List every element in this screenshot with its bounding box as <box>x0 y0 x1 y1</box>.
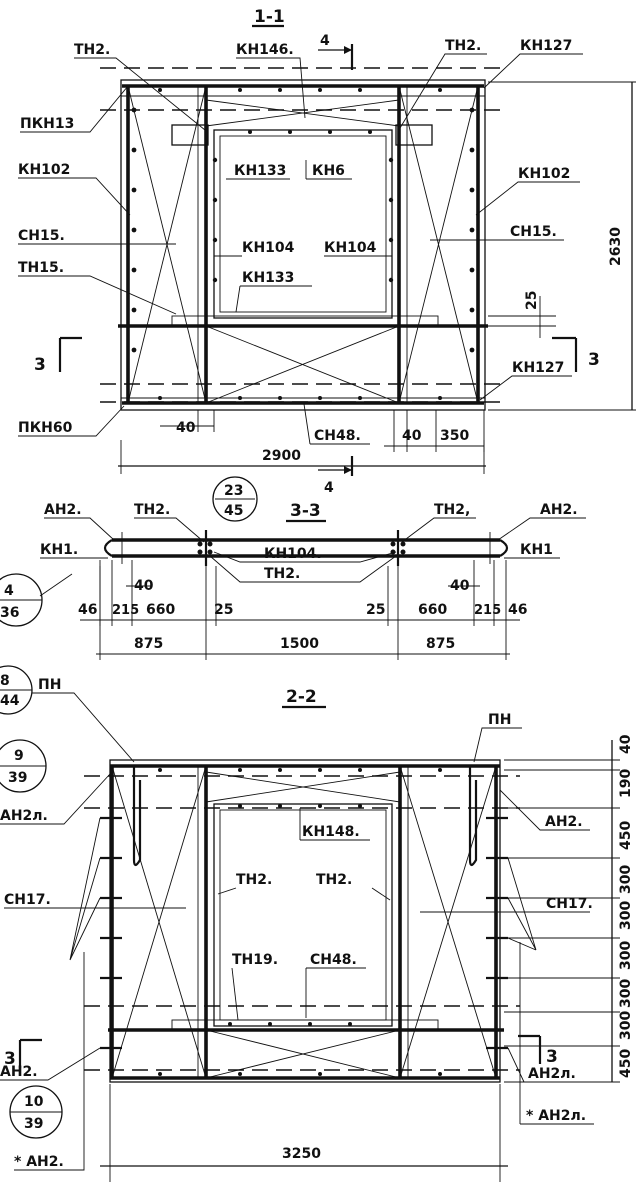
cut-3-right-22: 3 <box>546 1047 558 1067</box>
svg-text:10: 10 <box>24 1094 44 1110</box>
label-sn15-left: СН15. <box>18 228 65 244</box>
label-an2-left-bottom: АН2. <box>0 1064 38 1080</box>
label-th15: ТН15. <box>18 260 64 276</box>
dim-40-left: 40 <box>176 420 196 436</box>
dim-40-left-33: 40 <box>134 578 154 594</box>
section-3-3-title: 3-3 <box>290 501 321 521</box>
label-an2-left: АН2. <box>44 502 82 518</box>
svg-text:36: 36 <box>0 605 19 621</box>
dim-46-left: 46 <box>78 602 97 618</box>
dim-300-2: 300 <box>618 901 634 930</box>
dim-40-22: 40 <box>618 734 634 754</box>
dim-25-left: 25 <box>214 602 233 618</box>
dim-25-right: 25 <box>366 602 385 618</box>
label-kn133-top: КН133 <box>234 163 286 179</box>
dim-875-left: 875 <box>134 636 163 652</box>
label-kn104: КН104. <box>264 546 322 562</box>
section-1-1-title: 1-1 <box>254 7 285 27</box>
dim-46-right: 46 <box>508 602 527 618</box>
cut-4-bottom-label: 4 <box>324 480 334 496</box>
label-th2-left-22: ТН2. <box>236 872 272 888</box>
dim-660-right: 660 <box>418 602 447 618</box>
dim-300-3: 300 <box>618 941 634 970</box>
label-sn17-left: СН17. <box>4 892 51 908</box>
section-2-2: 2-2 <box>0 677 634 1182</box>
label-an2l-left: АН2л. <box>0 808 48 824</box>
svg-text:4: 4 <box>4 583 14 599</box>
label-kn1-left: КН1. <box>40 542 78 558</box>
label-pkn60: ПКН60 <box>18 420 73 436</box>
label-an2-right: АН2. <box>540 502 578 518</box>
label-kn1-right: КН1 <box>520 542 553 558</box>
label-kn127-top: КН127 <box>520 38 572 54</box>
label-kn6: КН6 <box>312 163 345 179</box>
dim-300-5: 300 <box>618 1011 634 1040</box>
callout-8-44: 8 44 <box>0 665 33 715</box>
svg-text:45: 45 <box>224 503 243 519</box>
label-sn48-22: СН48. <box>310 952 357 968</box>
label-th2-right-22: ТН2. <box>316 872 352 888</box>
label-kn146: КН146. <box>236 42 294 58</box>
label-th19: ТН19. <box>232 952 278 968</box>
dim-350: 350 <box>440 428 469 444</box>
label-sn48: СН48. <box>314 428 361 444</box>
svg-text:39: 39 <box>8 770 27 786</box>
svg-text:23: 23 <box>224 483 243 499</box>
dim-875-right: 875 <box>426 636 455 652</box>
dim-2900: 2900 <box>262 448 301 464</box>
dim-2630: 2630 <box>608 227 624 266</box>
dim-450-bottom: 450 <box>618 1049 634 1078</box>
svg-text:39: 39 <box>24 1116 43 1132</box>
callout-10-39: 10 39 <box>9 1085 63 1139</box>
cut-3-right-label: 3 <box>588 350 600 370</box>
label-th2-left: ТН2. <box>74 42 110 58</box>
cut-4-top-label: 4 <box>320 33 330 49</box>
cut-3-left-22: 3 <box>4 1049 16 1069</box>
label-star-an2l: * АН2л. <box>526 1108 586 1124</box>
dim-25: 25 <box>524 291 540 310</box>
dim-450-top: 450 <box>618 821 634 850</box>
svg-text:44: 44 <box>0 693 20 709</box>
dim-660-left: 660 <box>146 602 175 618</box>
cut-3-left-label: 3 <box>34 355 46 375</box>
label-pkn13: ПКН13 <box>20 116 74 132</box>
label-kn127-bottom: КН127 <box>512 360 564 376</box>
label-th2-top-right: ТН2, <box>434 502 470 518</box>
svg-text:8: 8 <box>0 673 10 689</box>
label-kn104-left: КН104 <box>242 240 295 256</box>
svg-text:9: 9 <box>14 748 24 764</box>
callout-23-45 <box>212 476 258 522</box>
dim-215-left: 215 <box>112 603 139 618</box>
dim-1500: 1500 <box>280 636 319 652</box>
dim-3250: 3250 <box>282 1146 321 1162</box>
label-kn148: КН148. <box>302 824 360 840</box>
dim-215-right: 215 <box>474 603 501 618</box>
label-an2l-right-bottom: АН2л. <box>528 1066 576 1082</box>
label-sn15-right: СН15. <box>510 224 557 240</box>
dim-300-1: 300 <box>618 865 634 894</box>
label-kn104-right: КН104 <box>324 240 377 256</box>
dim-40-right-33: 40 <box>450 578 470 594</box>
label-kn102-left: КН102 <box>18 162 70 178</box>
label-th2-right: ТН2. <box>445 38 481 54</box>
label-pn-left: ПН <box>38 677 61 693</box>
dim-40-right: 40 <box>402 428 422 444</box>
label-sn17-right: СН17. <box>546 896 593 912</box>
dim-300-4: 300 <box>618 979 634 1008</box>
dim-190: 190 <box>618 769 634 798</box>
label-star-an2: * АН2. <box>14 1154 64 1170</box>
callout-9-39: 9 39 <box>0 739 47 793</box>
section-3-3: 3-3 23 45 АН2. ТН2. ТН2, АН2. КН1. КН1 К… <box>40 476 586 660</box>
label-kn102-right: КН102 <box>518 166 570 182</box>
label-kn133-bottom: КН133 <box>242 270 294 286</box>
section-1-1: 1-1 <box>18 7 636 496</box>
callout-4-36: 4 36 <box>0 573 73 627</box>
label-th2-bottom: ТН2. <box>264 566 300 582</box>
label-pn-right: ПН <box>488 712 511 728</box>
label-an2-right-22: АН2. <box>545 814 583 830</box>
section-2-2-title: 2-2 <box>286 687 317 707</box>
label-th2-top-left: ТН2. <box>134 502 170 518</box>
